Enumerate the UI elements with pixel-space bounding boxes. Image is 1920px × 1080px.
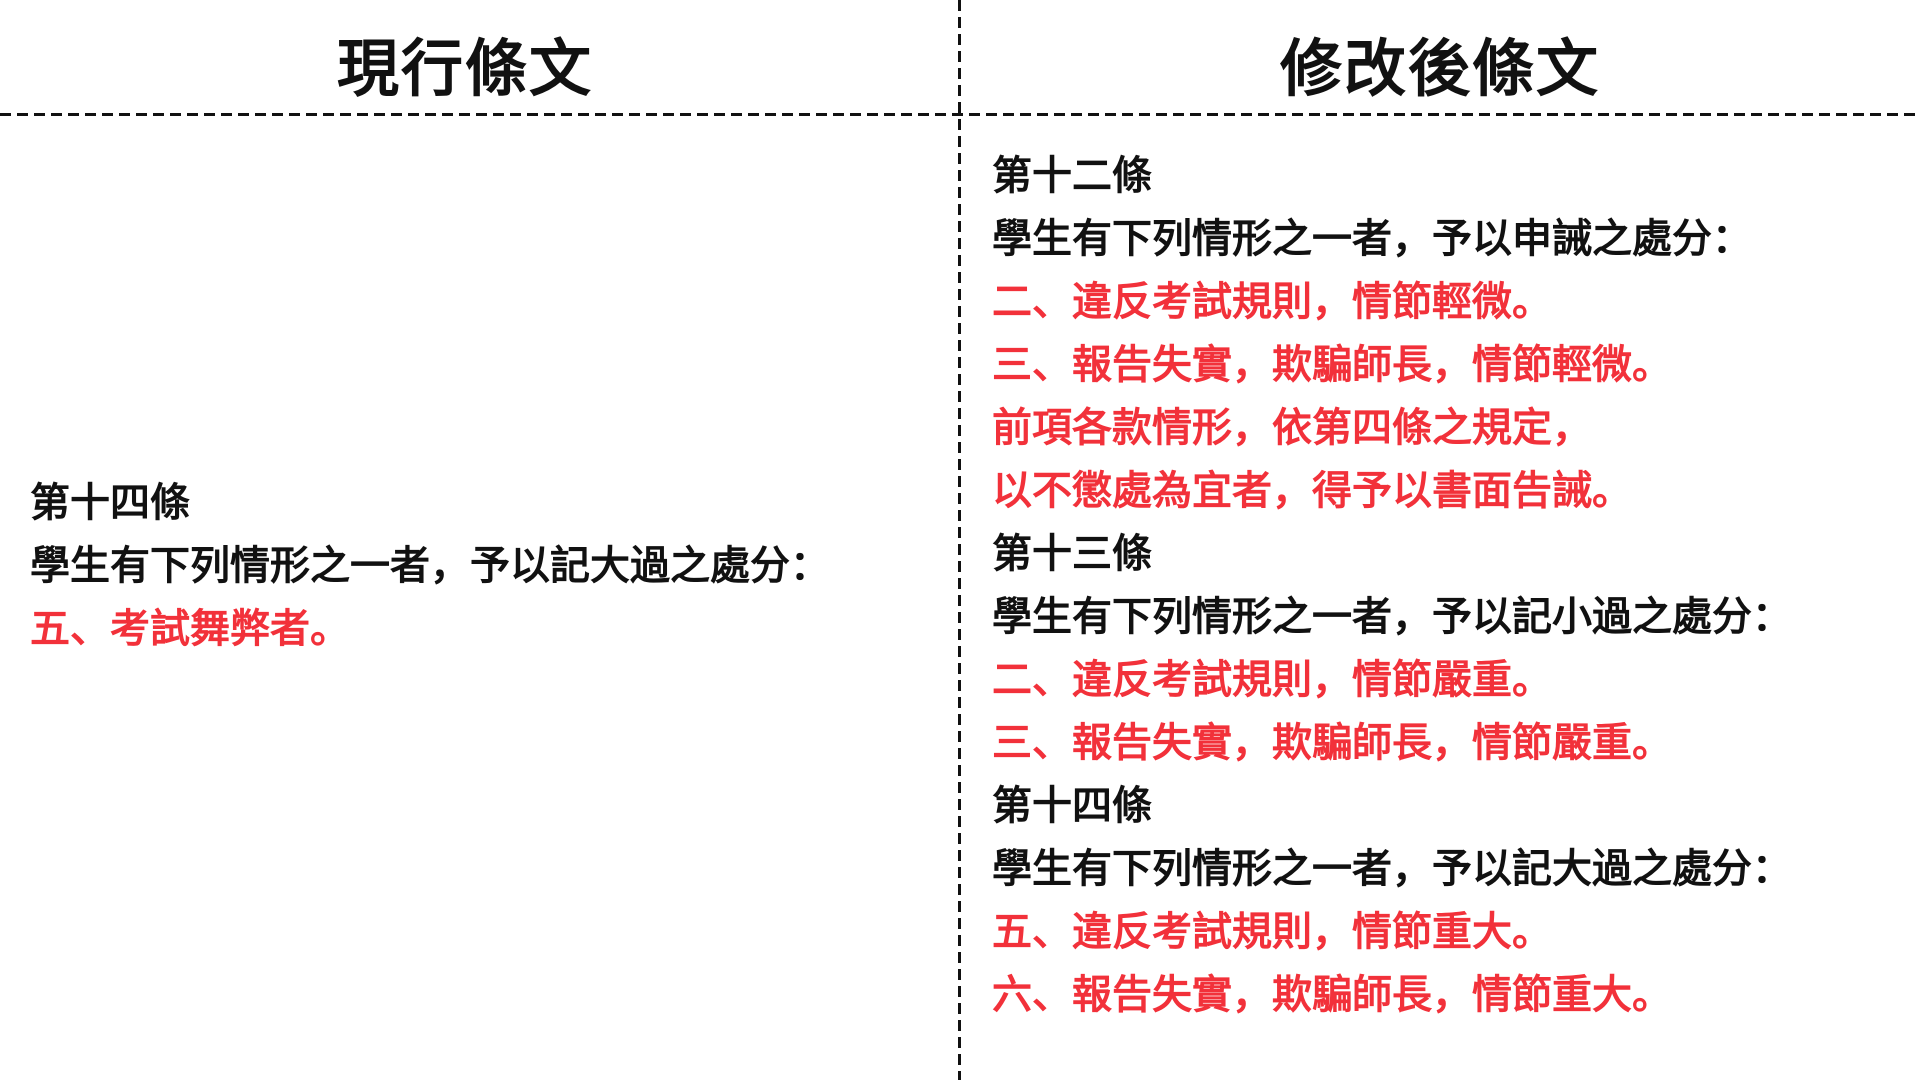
amended-provisions-body: 第十二條 學生有下列情形之一者，予以申誡之處分： 二、違反考試規則，情節輕微。 … bbox=[992, 145, 1792, 1027]
article-14-amended-heading: 第十四條 bbox=[992, 783, 1152, 829]
article-14-intro: 學生有下列情形之一者，予以記大過之處分： bbox=[30, 543, 830, 589]
article-14-item-5: 五、考試舞弊者。 bbox=[30, 606, 350, 652]
article-12-heading: 第十二條 bbox=[992, 153, 1152, 199]
article-13-item-2: 二、違反考試規則，情節嚴重。 bbox=[992, 657, 1552, 703]
article-14-amended-item-5: 五、違反考試規則，情節重大。 bbox=[992, 909, 1552, 955]
current-provisions-title: 現行條文 bbox=[336, 32, 593, 105]
article-12-item-2: 二、違反考試規則，情節輕微。 bbox=[992, 279, 1552, 325]
column-divider bbox=[958, 0, 961, 1080]
article-14-amended-item-6: 六、報告失實，欺騙師長，情節重大。 bbox=[992, 972, 1672, 1018]
current-provisions-body: 第十四條 學生有下列情形之一者，予以記大過之處分： 五、考試舞弊者。 bbox=[30, 472, 830, 661]
article-13-item-3: 三、報告失實，欺騙師長，情節嚴重。 bbox=[992, 720, 1672, 766]
amended-provisions-title: 修改後條文 bbox=[1279, 32, 1600, 105]
article-12-intro: 學生有下列情形之一者，予以申誡之處分： bbox=[992, 216, 1752, 262]
article-13-heading: 第十三條 bbox=[992, 531, 1152, 577]
article-14-heading: 第十四條 bbox=[30, 480, 190, 526]
article-12-note-line-1: 前項各款情形，依第四條之規定， bbox=[992, 405, 1592, 451]
article-14-amended-intro: 學生有下列情形之一者，予以記大過之處分： bbox=[992, 846, 1792, 892]
article-13-intro: 學生有下列情形之一者，予以記小過之處分： bbox=[992, 594, 1792, 640]
article-12-item-3: 三、報告失實，欺騙師長，情節輕微。 bbox=[992, 342, 1672, 388]
article-12-note-line-2: 以不懲處為宜者，得予以書面告誡。 bbox=[992, 468, 1632, 514]
